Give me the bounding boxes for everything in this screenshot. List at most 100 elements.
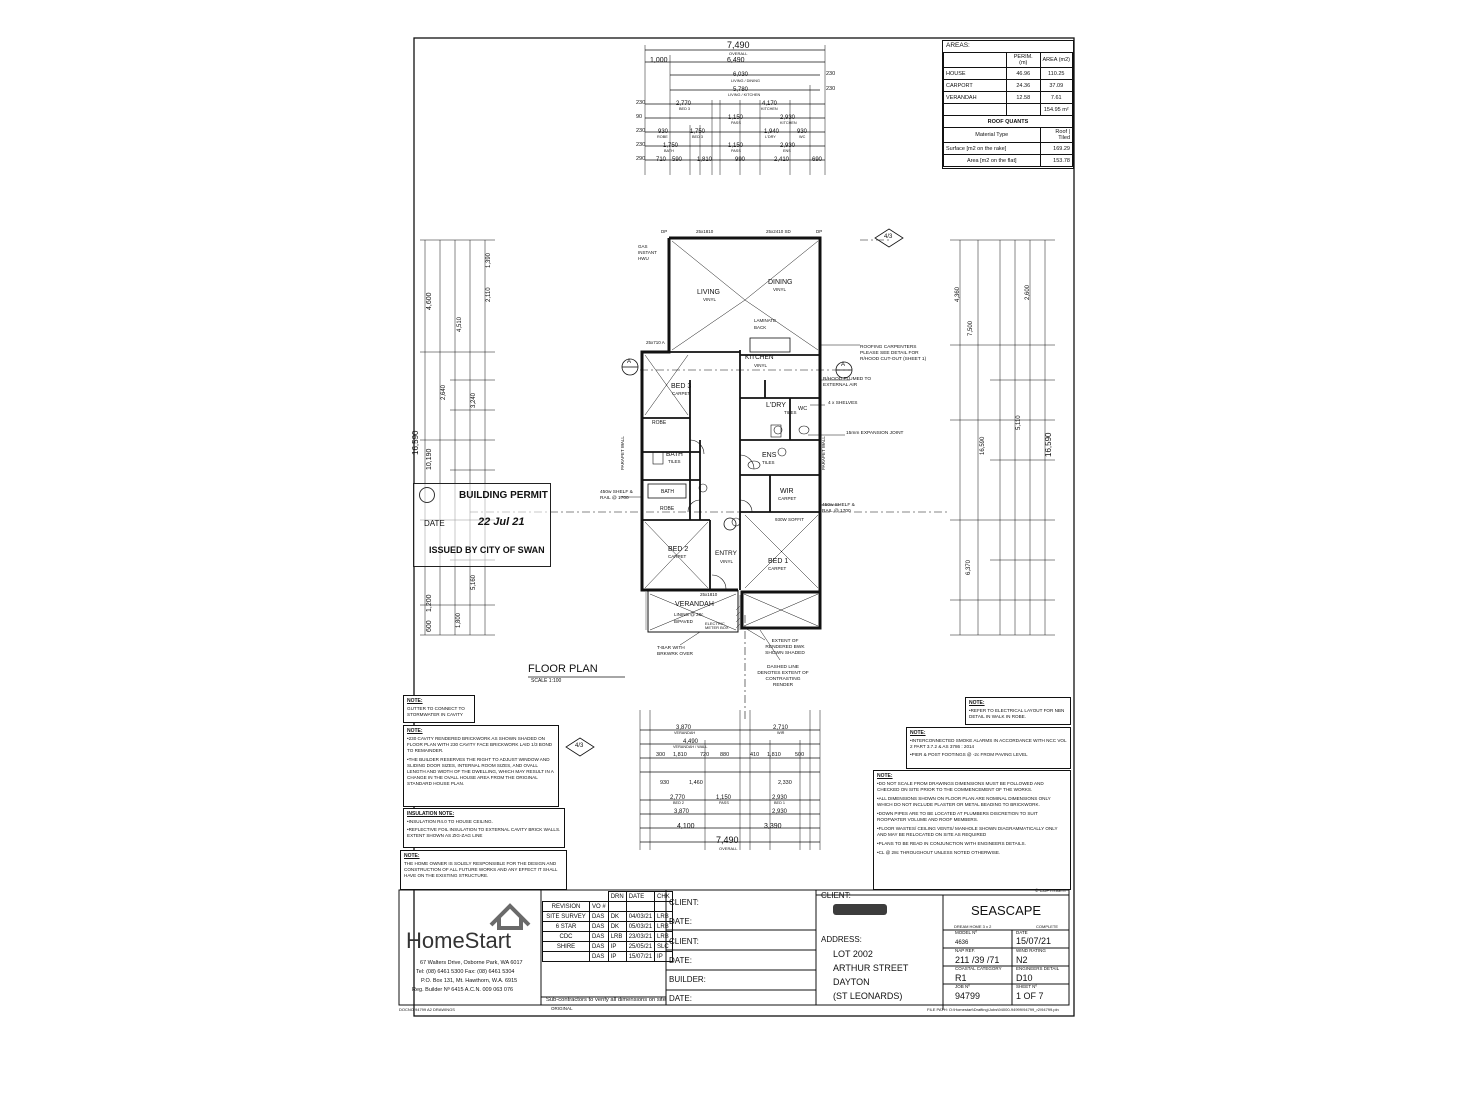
dim-label: LIVING / KITCHEN [728,93,761,97]
dim: 16,590 [411,430,420,455]
stamp-issuer: ISSUED BY CITY OF SWAN [429,545,545,555]
coastal-value: R1 [955,973,967,983]
room-name-entry: ENTRY [715,550,737,557]
note-home-owner: NOTE: THE HOME OWNER IS SOLELY RESPONSIB… [400,850,567,890]
dim: 3,870 [676,725,692,731]
areas-title: AREAS: [946,42,970,49]
note-brickwork: NOTE: 230 CAVITY RENDERED BRICKWORK AS S… [403,725,559,807]
dim: 3,870 [674,809,690,815]
signoff-date: DATE: [669,917,692,926]
dim: 230 [636,128,646,134]
section-marker-a: A [627,359,632,365]
dim: 1,200 [426,594,433,612]
dim: 4,360 [955,286,961,302]
dim: 2,110 [486,287,492,302]
dim: 4,600 [426,292,433,310]
dim: 1,150 [728,115,744,121]
rev-cell: 25/05/21 [625,941,656,952]
dim: 590 [672,157,683,163]
dim-label: PASS [719,801,729,805]
floor-plan-scale: SCALE 1:100 [531,678,562,684]
dim: 880 [720,752,730,758]
dim-label: OVERALL [729,51,748,56]
section-marker-ref: 4/3 [575,743,584,749]
section-marker-ref: 4/3 [884,234,893,240]
wind-label: WIND RATING [1016,948,1046,953]
dim: 90 [636,114,643,120]
room-finish: CARPET [668,554,687,559]
job-value: 94799 [955,991,981,1001]
rev-header: VO # [589,901,609,912]
rev-cell: LRB [607,931,627,942]
design-sub: DREAM HOME 3 x 2 [954,924,992,929]
dim: 230 [636,142,646,148]
dim: 710 [656,157,667,163]
nap-value: 211 /39 /71 [955,955,1000,965]
dim: 230 [636,100,646,106]
address-label: ADDRESS: [821,935,862,944]
note-line: PIER & POST FOOTINGS @ -2c FROM PAVING L… [910,752,1067,758]
company-address: Tel: (08) 6461 5300 Fax: (08) 6461 5304 [416,969,515,975]
signoff-date: DATE: [669,994,692,1003]
doc-footer: DOCNO 94799 A2 DRAWINGS [399,1007,455,1012]
dim: 1,150 [716,795,732,801]
room-name-kitchen: KITCHEN [745,354,774,361]
note-insulation: INSULATION NOTE: INSULATION R4.0 TO HOUS… [403,808,565,848]
window-label: 25x2410 SD [766,229,791,234]
room-name-bath: BATH [661,489,674,495]
dim: 1,810 [697,157,713,163]
parapet-wall-label: PARAPET WALL [821,436,826,470]
dim: 1,940 [764,129,780,135]
dim-label: PASS [731,121,741,125]
dim: 1,460 [689,780,703,786]
dim: 990 [735,157,746,163]
dim: 4,490 [683,739,699,745]
stamp-date-label: DATE [424,519,445,528]
signoff-builder: BUILDER: [669,975,706,984]
dim: 1,750 [663,143,679,149]
dim-label: VERANDAH / WALL [673,745,708,749]
rev-cell: DAS [589,911,609,922]
original-label: ORIGINAL [551,1006,573,1011]
model-label: MODEL Nº [955,930,977,935]
rev-cell: DAS [589,921,609,932]
downpipe-label: DP [661,229,668,234]
dim: 6,490 [727,57,745,64]
company-logo-text: HomeStart [406,928,512,953]
note-general: NOTE: DO NOT SCALE FROM DRAWINGS DIMENSI… [873,770,1071,890]
note-line: 230 CAVITY RENDERED BRICKWORK AS SHOWN S… [407,736,555,754]
tbar-callout: T-BAR WITH BRKWRK OVER [657,646,693,657]
note-smoke-alarms: NOTE: INTERCONNECTED SMOKE ALARMS IN ACC… [906,727,1071,769]
rev-cell: DK [607,911,627,922]
note-line: REFLECTIVE FOIL INSULATION TO EXTERNAL C… [407,827,561,839]
note-line: REFER TO ELECTRICAL LAYOUT FOR NBN DETAI… [969,708,1067,720]
room-finish: VINYL [754,363,768,368]
room-finish: CARPET [768,566,787,571]
room-name-bed2: BED 2 [668,546,689,553]
rev-cell: DAS [589,931,609,942]
dim: 1,150 [728,143,744,149]
note-title: NOTE: [969,700,985,706]
stamp-seal-icon [419,487,435,503]
file-path: FILE PATH: O:\Homestart\Drafting\Jobs\94… [927,1007,1059,1012]
dim: 500 [795,752,805,758]
dim: 6,030 [733,72,749,78]
note-title: NOTE: [407,698,423,704]
room-name-ens: ENS [762,452,777,459]
signoff-date: DATE: [669,956,692,965]
room-name-dining: DINING [768,279,793,286]
rev-cell: 05/03/21 [625,921,656,932]
sheet-label: SHEET Nº [1016,984,1038,989]
dim: 1,750 [690,129,706,135]
rhood-callout: R/HOOD FLUMED TO EXTERNAL AIR [823,377,872,388]
window-label: 25x1810 [696,229,714,234]
note-gutter: NOTE: GUTTER TO CONNECT TO STORMWATER IN… [403,695,475,723]
roof-row-label: Surface [m2 on the rake] [943,142,1041,155]
dim: 4,510 [457,316,463,332]
dim: 1,000 [650,57,668,64]
room-name-living: LIVING [697,289,720,296]
area-row-name: VERANDAH [943,91,1007,104]
revisions-table: DRN DATE CHK REVISION VO # SITE SURVEY D… [542,891,673,962]
rev-cell: DK [607,921,627,932]
